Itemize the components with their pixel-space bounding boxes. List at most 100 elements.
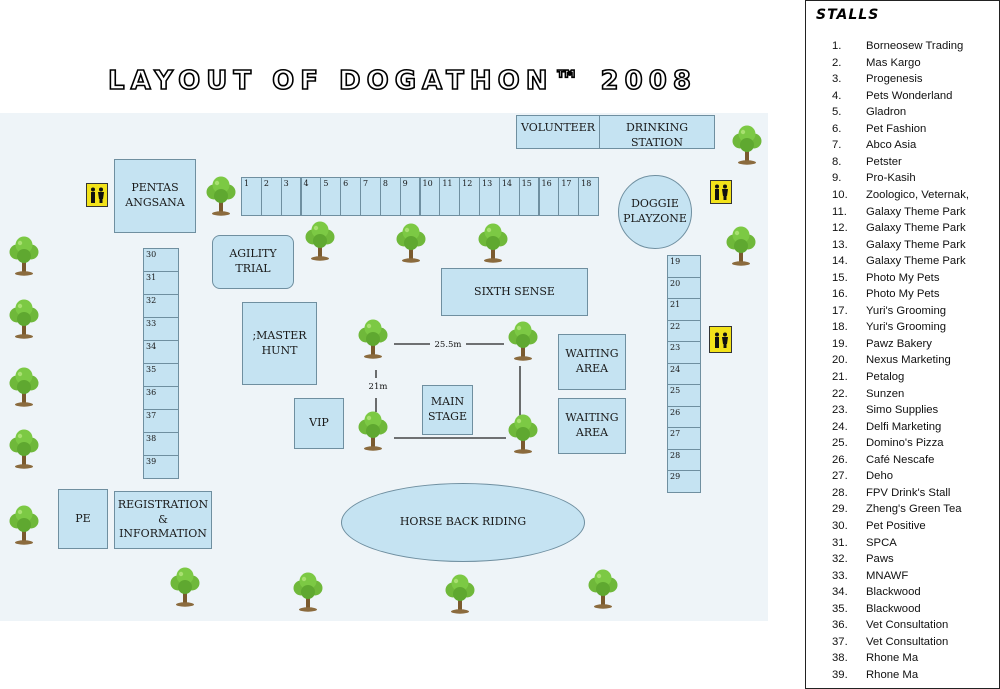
stall-5: 5 <box>320 177 342 216</box>
legend-item-name: Vet Consultation <box>866 619 949 632</box>
legend-item: 4.Pets Wonderland <box>832 90 1000 106</box>
legend-item-number: 11. <box>832 205 847 218</box>
legend-item-number: 4. <box>832 89 842 102</box>
legend-item: 38.Rhone Ma <box>832 652 1000 668</box>
legend-item: 1. Borneosew Trading <box>832 40 1000 56</box>
legend-item-name: Nexus Marketing <box>866 354 951 367</box>
pentas-angsana-area: PENTAS ANGSANA <box>114 159 196 233</box>
legend-item-name: Abco Asia <box>866 139 917 152</box>
legend-item-number: 8. <box>832 155 842 168</box>
waiting-area-2: WAITING AREA <box>558 398 626 454</box>
legend-item-name: Yuri's Grooming <box>866 321 947 334</box>
legend-item-number: 23. <box>832 404 848 417</box>
tree-icon <box>168 566 202 608</box>
stall-37: 37 <box>143 409 179 433</box>
legend-item: 3.Progenesis <box>832 73 1000 89</box>
legend-item-number: 39. <box>832 668 848 681</box>
stall-25: 25 <box>667 384 701 407</box>
legend-item-number: 7. <box>832 139 842 152</box>
legend-item: 6.Pet Fashion <box>832 123 1000 139</box>
legend-item-number: 5. <box>832 106 842 119</box>
legend-item-number: 26. <box>832 453 848 466</box>
stall-13: 13 <box>479 177 500 216</box>
tree-icon <box>7 504 41 546</box>
legend-item-name: Pro-Kasih <box>866 172 916 185</box>
stall-29: 29 <box>667 470 701 493</box>
toilet-icon <box>709 326 732 353</box>
legend-item: 32.Paws <box>832 553 1000 569</box>
legend-item-number: 36. <box>832 619 848 632</box>
legend-item: 17. Yuri's Grooming <box>832 305 1000 321</box>
legend-item-number: 24. <box>832 420 848 433</box>
stall-18: 18 <box>578 177 599 216</box>
legend-item-name: Gladron <box>866 106 907 119</box>
legend-item: 13.Galaxy Theme Park <box>832 239 1000 255</box>
legend-item-number: 33. <box>832 569 848 582</box>
stall-14: 14 <box>498 177 520 216</box>
legend-item-name: Petster <box>866 155 902 168</box>
stall-20: 20 <box>667 276 701 300</box>
legend-item-name: Galaxy Theme Park <box>866 205 966 218</box>
legend-item-number: 14. <box>832 255 848 268</box>
legend-item: 16.Photo My Pets <box>832 288 1000 304</box>
legend-item: 7. Abco Asia <box>832 139 1000 155</box>
legend-item-number: 31. <box>832 536 848 549</box>
stall-12: 12 <box>459 177 480 216</box>
stall-38: 38 <box>143 432 179 456</box>
legend-item-name: Sunzen <box>866 387 905 400</box>
legend-item-name: Pet Fashion <box>866 122 927 135</box>
legend-item: 10.Zoologico, Veternak, <box>832 189 1000 205</box>
legend-item-number: 1. <box>832 40 842 52</box>
tree-icon <box>724 225 758 267</box>
stall-33: 33 <box>143 317 179 341</box>
legend-item-name: Rhone Ma <box>866 652 919 665</box>
legend-item-name: Borneosew Trading <box>866 40 964 52</box>
tree-icon <box>7 366 41 408</box>
main-stage: MAIN STAGE <box>422 385 473 435</box>
legend-item: 30. Pet Positive <box>832 520 1000 536</box>
legend-item: 34.Blackwood <box>832 586 1000 602</box>
legend-item-name: Progenesis <box>866 73 923 86</box>
stall-8: 8 <box>379 177 401 216</box>
stall-26: 26 <box>667 405 701 429</box>
legend-item-number: 30. <box>832 519 848 532</box>
legend-item-number: 35. <box>832 602 848 615</box>
stall-4: 4 <box>300 177 322 216</box>
main-stage-enclosure <box>375 343 521 439</box>
stall-32: 32 <box>143 294 179 318</box>
legend-item: 36. Vet Consultation <box>832 619 1000 635</box>
legend-item-name: Yuri's Grooming <box>866 304 947 317</box>
tree-icon <box>586 568 620 610</box>
legend-item-name: Pet Positive <box>866 519 926 532</box>
legend-item-name: Galaxy Theme Park <box>866 238 966 251</box>
height-dimension-label: 21m <box>368 382 388 392</box>
legend-item: 39.Rhone Ma <box>832 669 1000 685</box>
legend-item: 33. MNAWF <box>832 570 1000 586</box>
legend-item: 23.Simo Supplies <box>832 404 1000 420</box>
tree-icon <box>204 175 238 217</box>
legend-item-name: Galaxy Theme Park <box>866 222 966 235</box>
tree-icon <box>394 222 428 264</box>
stall-3: 3 <box>280 177 302 216</box>
stall-23: 23 <box>667 341 701 364</box>
legend-item-number: 15. <box>832 271 848 284</box>
legend-item-name: MNAWF <box>866 569 909 582</box>
legend-item-number: 16. <box>832 288 848 301</box>
tree-icon <box>506 320 540 362</box>
stall-11: 11 <box>439 177 461 216</box>
legend-item: 19.Pawz Bakery <box>832 338 1000 354</box>
registration-information-area: REGISTRATION & INFORMATION <box>114 491 212 549</box>
tree-icon <box>730 124 764 166</box>
tree-icon <box>476 222 510 264</box>
legend-item-number: 27. <box>832 470 848 483</box>
stall-35: 35 <box>143 363 179 387</box>
tree-icon <box>356 318 390 360</box>
legend-item-number: 12. <box>832 222 848 235</box>
stall-21: 21 <box>667 298 701 321</box>
legend-item: 22.Sunzen <box>832 388 1000 404</box>
legend-item-number: 17. <box>832 304 848 317</box>
legend-item-number: 34. <box>832 586 848 599</box>
stall-17: 17 <box>558 177 580 216</box>
stall-39: 39 <box>143 455 179 479</box>
legend-item: 31.SPCA <box>832 537 1000 553</box>
